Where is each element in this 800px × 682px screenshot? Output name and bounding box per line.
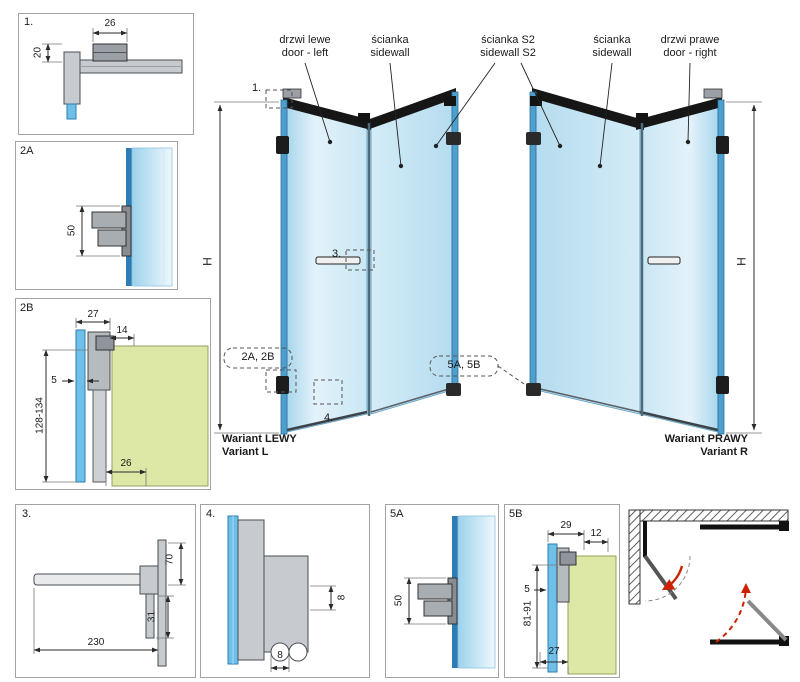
- detail-2a-label: 2A: [20, 145, 34, 157]
- detail-2a-dim-50: 50: [66, 224, 78, 237]
- callout-1: 1.: [252, 82, 262, 94]
- callout-boxes: [223, 89, 525, 405]
- detail-5a-label: 5A: [390, 508, 404, 520]
- detail-1-dim-20: 20: [32, 46, 44, 59]
- label-sidewall-right: ścianka sidewall: [592, 34, 632, 59]
- callout-2a-2b: 2A, 2B: [241, 351, 275, 363]
- detail-2a-drawing: [76, 147, 173, 287]
- label-sidewall-left: ścianka sidewall: [370, 34, 410, 59]
- detail-3-dim-31: 31: [146, 610, 158, 623]
- detail-3-drawing: [33, 539, 186, 667]
- dim-h-right: H: [734, 257, 749, 266]
- detail-5a-drawing: [404, 515, 496, 669]
- leader-lines: [304, 62, 691, 169]
- detail-5b-dim-27: 27: [548, 646, 560, 657]
- dim-h-left: H: [200, 257, 215, 266]
- detail-3-dim-70: 70: [164, 553, 176, 566]
- callout-5a-5b: 5A, 5B: [447, 359, 481, 371]
- detail-5b-label: 5B: [509, 508, 523, 520]
- detail-4-drawing: [227, 515, 336, 672]
- detail-2b-dim-27: 27: [87, 309, 99, 320]
- detail-3-dim-230: 230: [87, 637, 105, 648]
- detail-5b-dim-5: 5: [524, 584, 530, 595]
- detail-5b-dim-81-91: 81-91: [522, 600, 534, 627]
- right-unit-drawing: [526, 88, 729, 435]
- detail-5b-dim-12: 12: [590, 528, 602, 539]
- variant-left-label: Wariant LEWY Variant L: [222, 433, 297, 458]
- label-door-left: drzwi lewe door - left: [279, 34, 331, 59]
- callout-3: 3.: [332, 248, 342, 260]
- detail-1-drawing: [42, 28, 183, 120]
- detail-5b-drawing: [532, 530, 617, 675]
- detail-2b-drawing: [42, 318, 209, 487]
- label-sidewall-s2: ścianka S2 sidewall S2: [480, 34, 536, 59]
- callout-4: 4.: [324, 412, 334, 424]
- variant-right-label: Wariant PRAWY Variant R: [664, 433, 748, 458]
- label-door-right: drzwi prawe door - right: [660, 34, 720, 59]
- plan-view-drawing: [628, 509, 789, 646]
- detail-4-dim-8-horizontal: 8: [277, 650, 283, 661]
- detail-4-dim-8-vertical: 8: [336, 594, 348, 601]
- detail-4-label: 4.: [206, 508, 216, 520]
- detail-1-dim-26: 26: [104, 18, 116, 29]
- detail-2b-dim-26: 26: [120, 458, 132, 469]
- detail-2b-label: 2B: [20, 302, 34, 314]
- detail-3-label: 3.: [22, 508, 32, 520]
- detail-5b-dim-29: 29: [560, 520, 572, 531]
- detail-1-label: 1.: [24, 16, 34, 28]
- left-unit-drawing: [276, 88, 461, 435]
- detail-2b-dim-128-134: 128-134: [34, 397, 46, 434]
- detail-2b-dim-14: 14: [116, 325, 128, 336]
- height-dimension-lines: [214, 101, 762, 434]
- detail-2b-dim-5: 5: [51, 375, 57, 386]
- detail-5a-dim-50: 50: [393, 594, 405, 607]
